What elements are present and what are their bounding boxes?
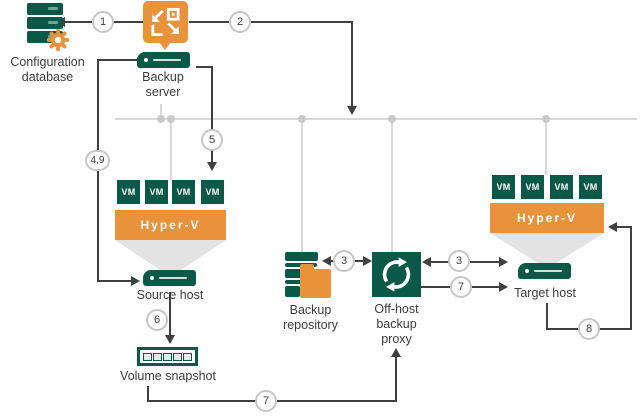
connector-step6 [169,292,171,335]
step-badge-6: 6 [146,309,168,331]
configuration-database-icon [27,17,63,29]
connector-step2-h [189,21,353,23]
arrowhead-up-icon [391,348,401,357]
server-slot-icon [153,59,181,61]
hypervisor-bar-source: Hyper-V [115,210,226,240]
volume-snapshot-label: Volume snapshot [120,369,216,383]
network-stub-repository [301,119,303,252]
step-badge-3-repo: 3 [333,250,355,272]
arrowhead-down-icon [165,335,175,344]
connector-step8-v1 [546,303,548,330]
source-host-icon [143,270,196,286]
backup-repository-icon [285,252,318,261]
vm-box: VM [172,180,195,204]
connector-step49-h2 [97,280,131,282]
server-led-icon [144,58,148,62]
snapshot-cell [153,352,162,361]
step-badge-5: 5 [201,129,223,151]
arrowhead-left-icon [422,257,431,267]
source-host-label: Source host [136,288,204,302]
configuration-database-icon [27,3,63,15]
target-host-icon [518,263,571,279]
snapshot-cell [163,352,172,361]
arrowhead-right-icon [499,282,508,292]
offhost-proxy-icon [372,252,421,297]
network-node-dot [542,115,550,123]
network-stub-source-group [170,119,172,180]
connector-step7-v2 [395,357,397,402]
snapshot-cell [143,352,152,361]
backup-repository-icon [285,280,304,284]
backup-server-pointer [159,42,171,50]
connector-step5-v [211,66,213,162]
vm-box: VM [117,180,140,204]
sync-icon [382,257,411,292]
snapshot-cell [173,352,182,361]
vm-box: VM [201,180,224,204]
network-stub-backup-server [160,104,162,119]
backup-server-icon [143,1,188,43]
network-node-dot [157,115,165,123]
network-node-dot [298,115,306,123]
step-badge-3-target: 3 [448,250,470,272]
vm-box: VM [492,175,515,199]
step-badge-7-target: 7 [450,276,472,298]
server-slot-icon [159,277,187,279]
network-node-dot [167,115,175,123]
backup-repository-label: Backup repository [283,303,338,332]
vm-box: VM [550,175,573,199]
arrowhead-right-icon [131,276,140,286]
backup-repository-icon [285,286,300,297]
step-badge-1: 1 [92,11,114,33]
connector-step7-v1 [147,386,149,402]
network-stub-proxy [391,119,393,252]
configuration-database-label: Configuration database [10,55,85,84]
folder-icon [300,269,331,298]
backup-repository-icon [285,269,312,278]
target-host-label: Target host [514,286,576,300]
arrowhead-right-icon [363,256,372,266]
step-badge-7-bottom: 7 [255,390,277,412]
connector-step8-h2 [617,226,632,228]
network-bus-line [115,118,637,120]
arrowhead-left-icon [608,222,617,232]
gear-icon [46,28,70,52]
network-stub-target-group [545,119,547,175]
server-bar-accent [48,7,58,10]
hypervisor-bar-target: Hyper-V [490,203,604,233]
network-node-dot [388,115,396,123]
server-bar-accent [48,21,58,24]
vm-box: VM [145,180,168,204]
server-led-icon [525,269,529,273]
arrowhead-left-icon [322,256,331,266]
offhost-proxy-label: Off-host backup proxy [374,302,419,346]
folder-icon [300,264,314,271]
backup-server-bar-icon [137,52,190,68]
step-badge-2: 2 [229,11,251,33]
volume-snapshot-icon [137,347,198,366]
arrowhead-right-icon [499,257,508,267]
step-badge-4-9: 4,9 [85,150,110,171]
server-led-icon [150,276,154,280]
vm-box: VM [521,175,544,199]
connector-step49-h1 [97,59,138,61]
step-badge-8: 8 [578,318,600,340]
backup-glyph-icon [151,8,180,36]
arrowhead-down-icon [207,162,217,171]
arrowhead-down-icon [347,106,357,115]
backup-server-label: Backup server [142,70,184,99]
vm-box: VM [579,175,602,199]
connector-step2-v [351,21,353,106]
connector-step8-v2 [630,226,632,330]
snapshot-cell [183,352,192,361]
connector-step5-h [196,66,213,68]
server-slot-icon [534,270,562,272]
funnel-shape [115,240,226,271]
